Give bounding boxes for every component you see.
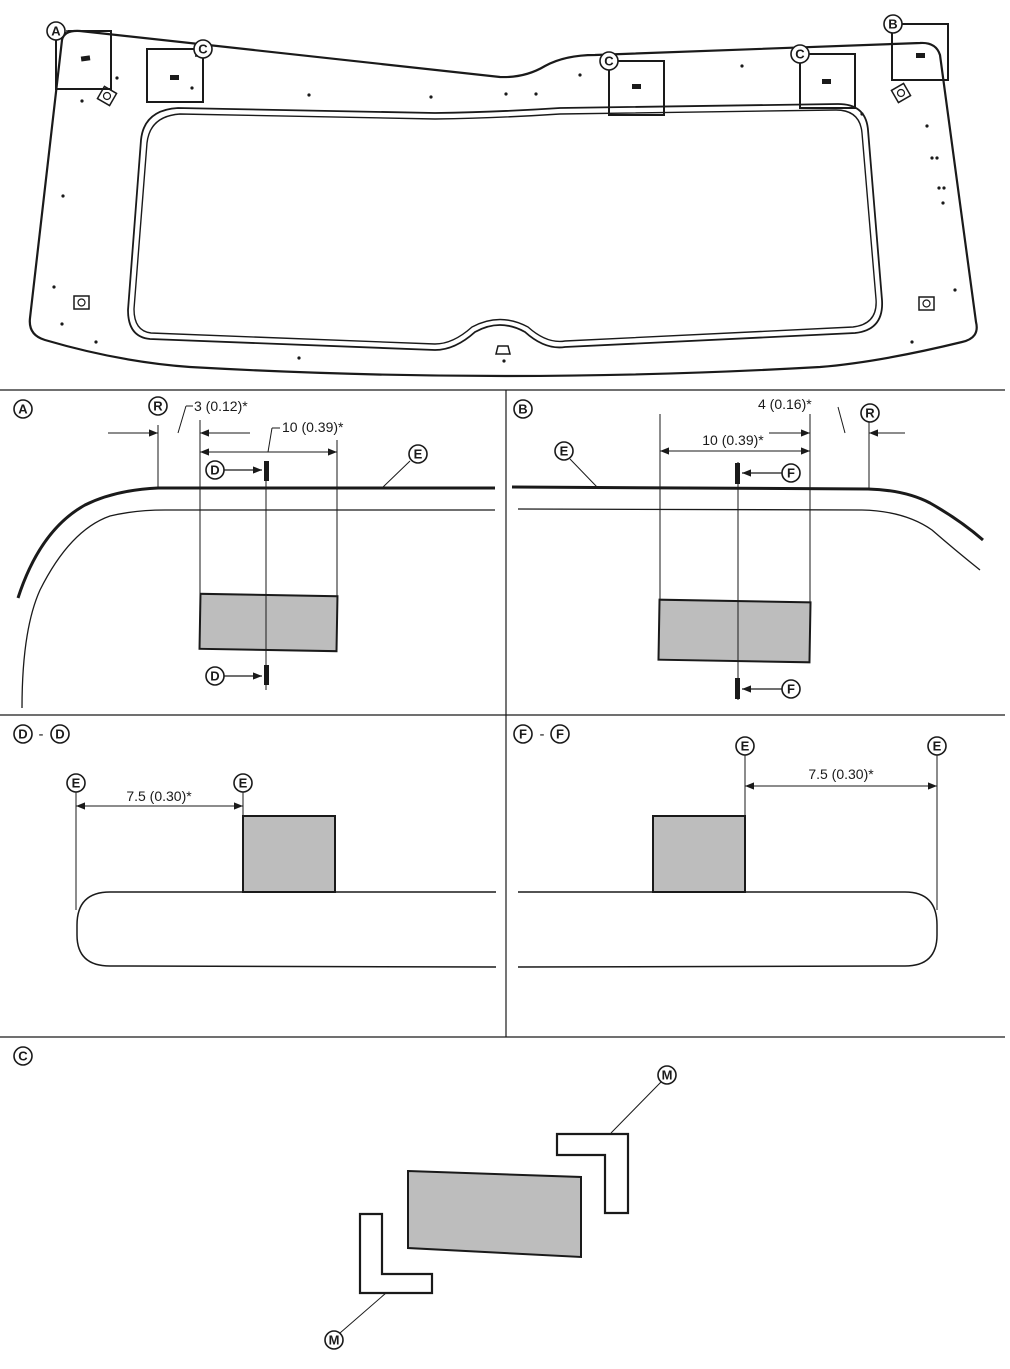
detail-b-defroster-line: [517, 508, 981, 571]
detail-a-glass-edge: [16, 486, 495, 599]
section-d-d-title: D - D: [13, 724, 70, 744]
callout-boxes: [55, 23, 949, 116]
callout-c-2: C: [599, 51, 619, 71]
svg-text:A: A: [18, 402, 28, 417]
callout-c-1-label: C: [198, 42, 208, 57]
detail-a-dim-3: 3 (0.12)*: [194, 398, 248, 414]
svg-text:-: -: [540, 726, 545, 743]
section-f-f-dim: 7.5 (0.30)*: [808, 766, 874, 782]
detail-c-pad: [407, 1169, 582, 1259]
section-d-d-pad: [242, 815, 336, 893]
detail-a-dim-10: 10 (0.39)*: [282, 419, 344, 435]
detail-c: C M M: [13, 1046, 677, 1350]
detail-b-callout-f-top: F: [781, 463, 801, 483]
section-mark-f-top: [735, 463, 740, 484]
detail-c-callout-m-top: M: [657, 1065, 677, 1085]
svg-text:E: E: [414, 447, 423, 462]
callout-b-label: B: [888, 17, 897, 32]
svg-text:E: E: [560, 444, 569, 459]
detail-a-callout-d-bottom: D: [205, 666, 225, 686]
detail-c-title: C: [13, 1046, 33, 1066]
svg-text:M: M: [329, 1333, 340, 1348]
detail-b-callout-f-bottom: F: [781, 679, 801, 699]
detail-b-pad: [657, 598, 812, 664]
detail-c-spacer-bottom: [358, 1212, 434, 1295]
section-d-d-callout-e-left: E: [66, 773, 86, 793]
glass-outline: [28, 29, 978, 378]
detail-b-dim-10: 10 (0.39)*: [702, 432, 764, 448]
detail-a: A 3 (0.12)* 10 (0.39)* R D: [13, 396, 495, 709]
svg-text:F: F: [556, 727, 564, 742]
detail-a-pad: [198, 592, 339, 653]
detail-a-callout-d-top: D: [205, 460, 225, 480]
svg-text:E: E: [239, 776, 248, 791]
svg-text:D: D: [210, 669, 219, 684]
svg-text:F: F: [787, 682, 795, 697]
section-f-f-callout-e-right: E: [927, 736, 947, 756]
callout-c-2-label: C: [604, 54, 614, 69]
callout-a-label: A: [51, 24, 61, 39]
section-mark-d-top: [264, 461, 269, 481]
section-f-f-callout-e-left: E: [735, 736, 755, 756]
glass-overview: A B C C C: [28, 14, 978, 378]
section-d-d: D - D 7.5 (0.30)* E E: [13, 724, 497, 968]
svg-text:R: R: [865, 406, 875, 421]
section-d-d-callout-e-right: E: [233, 773, 253, 793]
section-grid: [0, 389, 1005, 1038]
svg-text:E: E: [741, 739, 750, 754]
svg-text:C: C: [18, 1049, 28, 1064]
detail-a-title: A: [13, 399, 33, 419]
callout-c-1: C: [193, 39, 213, 59]
callout-c-3-label: C: [795, 47, 805, 62]
detail-a-defroster-line: [21, 509, 495, 709]
detail-b-dim-4: 4 (0.16)*: [758, 396, 812, 412]
callout-a: A: [46, 21, 66, 41]
section-d-d-dim: 7.5 (0.30)*: [126, 788, 192, 804]
detail-b-callout-r: R: [860, 403, 880, 423]
section-f-f-pad: [652, 815, 746, 893]
svg-text:-: -: [39, 726, 44, 743]
svg-text:F: F: [787, 466, 795, 481]
detail-b-title: B: [513, 399, 533, 419]
section-d-d-glass: [76, 891, 497, 968]
section-f-f-glass: [517, 891, 938, 968]
detail-c-callout-m-bottom: M: [324, 1330, 344, 1350]
glass-dots: [52, 64, 957, 363]
detail-b-glass-edge: [511, 485, 984, 542]
callout-c-3: C: [790, 44, 810, 64]
svg-text:E: E: [933, 739, 942, 754]
defroster-area-outer: [127, 103, 883, 351]
defroster-area-inner: [133, 109, 877, 345]
svg-text:B: B: [518, 402, 527, 417]
svg-text:M: M: [662, 1068, 673, 1083]
section-mark-f-bottom: [735, 678, 740, 699]
svg-text:D: D: [18, 727, 27, 742]
bracket-symbol: [73, 82, 935, 311]
callout-b: B: [883, 14, 903, 34]
svg-text:D: D: [210, 463, 219, 478]
center-notch: [495, 345, 511, 355]
detail-a-callout-e: E: [408, 444, 428, 464]
svg-text:F: F: [519, 727, 527, 742]
section-mark-d-bottom: [264, 665, 269, 685]
detail-c-spacer-top: [555, 1132, 630, 1215]
svg-text:E: E: [72, 776, 81, 791]
section-f-f-title: F - F: [513, 724, 570, 744]
detail-a-callout-r: R: [148, 396, 168, 416]
detail-b-callout-e: E: [554, 441, 574, 461]
section-f-f: F - F 7.5 (0.30)* E E: [513, 724, 947, 968]
svg-text:D: D: [55, 727, 64, 742]
detail-b: B 10 (0.39)* 4 (0.16)* R F: [511, 396, 984, 700]
glass-pads: [80, 53, 925, 89]
svg-text:R: R: [153, 399, 163, 414]
